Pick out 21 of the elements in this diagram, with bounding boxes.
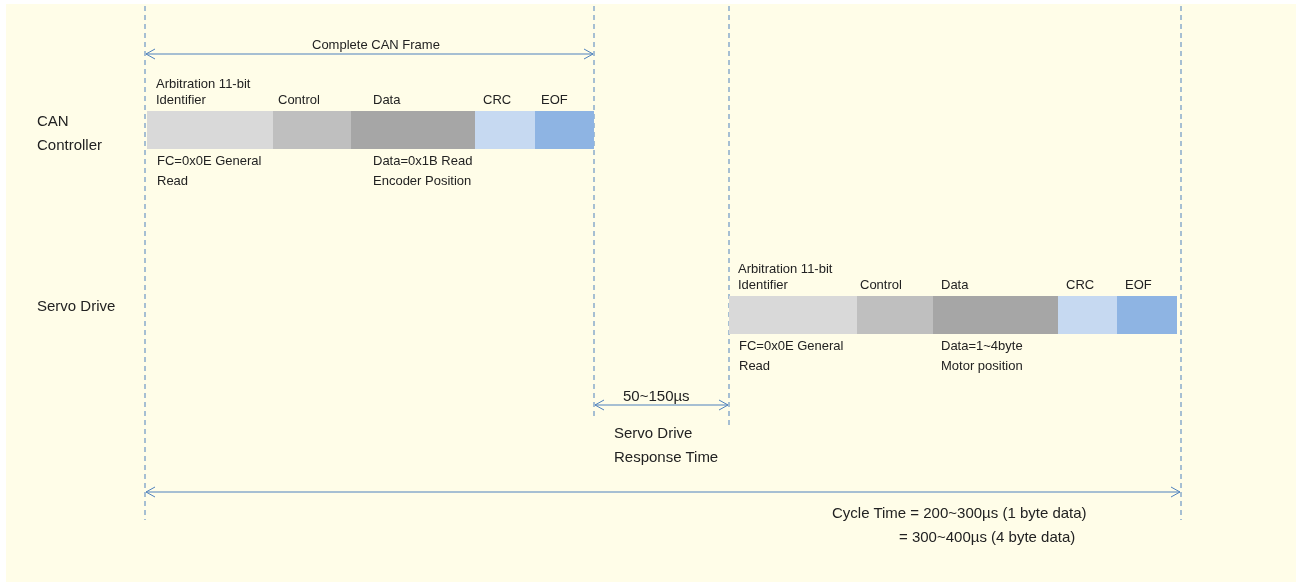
segment-note: FC=0x0E General Read [157, 152, 263, 190]
segment-label: Control [860, 277, 902, 293]
segment-label: Arbitration 11-bit Identifier [738, 261, 834, 293]
diagram-label: Servo Drive [37, 296, 117, 316]
segment-note: FC=0x0E General Read [739, 337, 845, 375]
segment-note: Data=1~4byte Motor position [941, 337, 1024, 375]
segment-label: EOF [541, 92, 568, 108]
segment-label: Data [941, 277, 969, 293]
segment-label: CRC [1066, 277, 1095, 293]
segment-label: Control [278, 92, 320, 108]
segment-label: CRC [483, 92, 512, 108]
diagram-label: 50~150µs [623, 386, 690, 406]
segment-label: Arbitration 11-bit Identifier [156, 76, 252, 108]
diagram-label: Cycle Time = 200~300µs (1 byte data) [832, 503, 1087, 523]
segment-note: Data=0x1B Read Encoder Position [373, 152, 474, 190]
diagram-label: CAN Controller [37, 111, 104, 155]
diagram-label: Complete CAN Frame [312, 36, 440, 54]
segment-label: Data [373, 92, 401, 108]
segment-label: EOF [1125, 277, 1152, 293]
diagram-label: Servo Drive Response Time [614, 423, 720, 467]
diagram-label: = 300~400µs (4 byte data) [899, 527, 1076, 547]
